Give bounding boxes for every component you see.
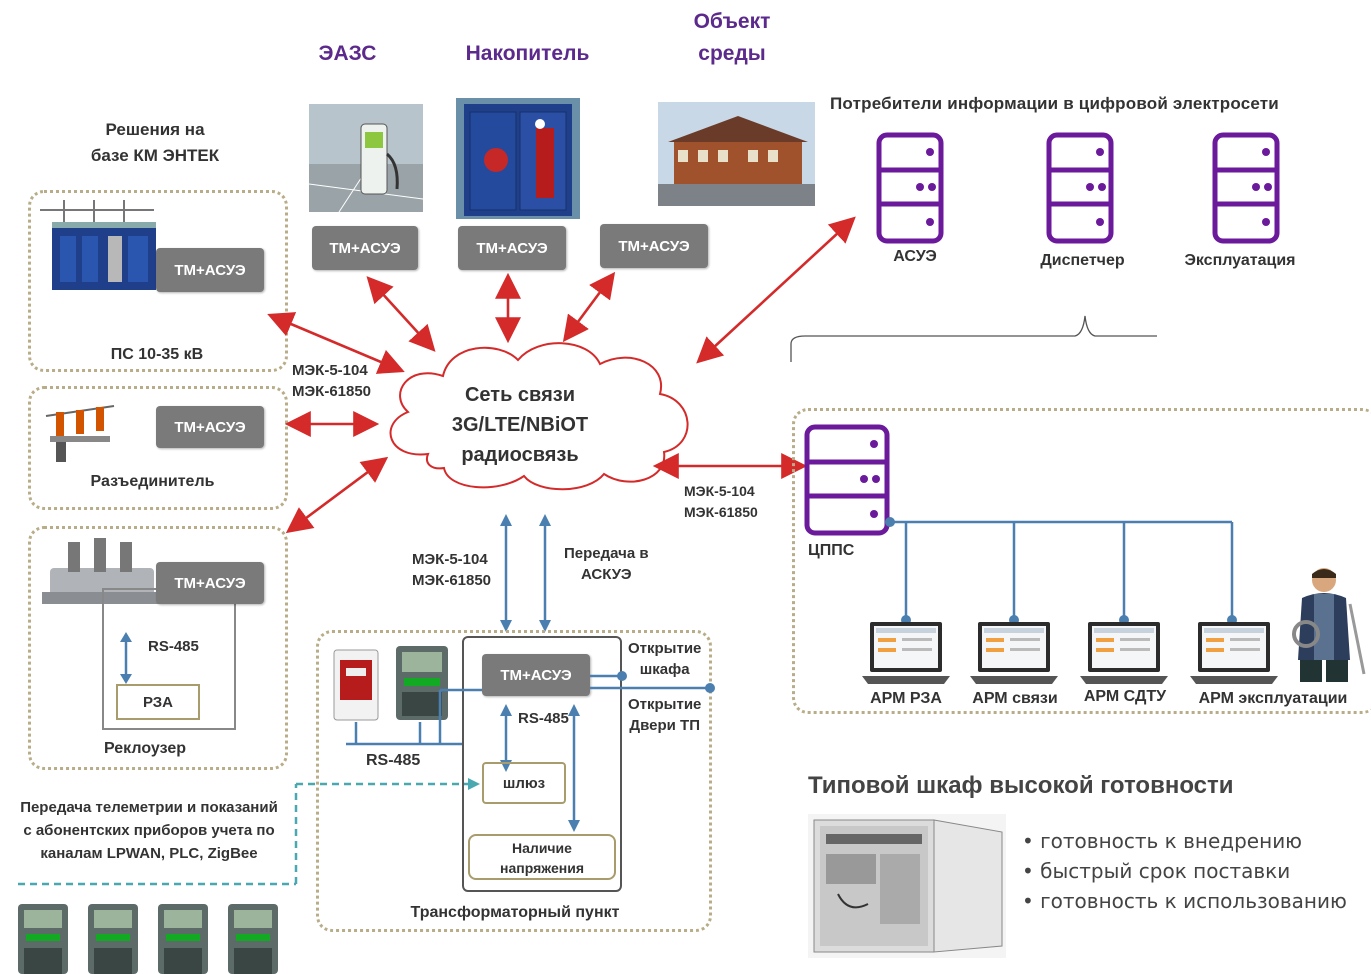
cloud-line2: 3G/LTE/NBiOT — [451, 414, 589, 436]
tm-box-recloser: ТМ+АСУЭ — [156, 562, 264, 604]
laptop-icon — [970, 622, 1058, 684]
protocol-askue-2: АСКУЭ — [580, 566, 632, 583]
rs485-label-meters: RS-485 — [366, 752, 421, 769]
telemetry-line2: с абонентских приборов учета по — [23, 822, 275, 839]
voltage-1: Наличие — [512, 840, 572, 856]
cabinet-title: Типовой шкаф высокой готовности — [808, 772, 1234, 799]
recloser-label: Реклоузер — [104, 740, 186, 757]
meter-photo-1 — [332, 648, 380, 722]
tp-inner-box — [462, 636, 622, 892]
tm-box-object: ТМ+АСУЭ — [600, 224, 708, 268]
cpps-box — [792, 408, 1371, 714]
title-object: Объект среды — [672, 6, 792, 70]
server-icon — [1046, 132, 1114, 244]
tm-box-eazs: ТМ+АСУЭ — [312, 226, 418, 270]
solutions-title: Решения на базе КМ ЭНТЕК — [70, 117, 240, 169]
solutions-title-line2: базе КМ ЭНТЕК — [90, 146, 220, 165]
worker-figure — [1292, 568, 1366, 682]
consumer-label: Диспетчер — [1040, 252, 1125, 269]
cabinet-bullet: готовность к внедрению — [1022, 826, 1347, 856]
cabinet-bullet: готовность к использованию — [1022, 886, 1347, 916]
rza-box: РЗА — [116, 684, 200, 720]
title-storage: Накопитель — [465, 42, 590, 65]
open-door-1: Открытие — [628, 696, 702, 713]
eazs-photo — [309, 104, 423, 212]
cloud-text: Сеть связи 3G/LTE/NBiOT радиосвязь — [420, 380, 620, 470]
consumers-title: Потребители информации в цифровой электр… — [830, 94, 1279, 113]
ps-box — [28, 190, 288, 372]
open-cabinet-2: шкафа — [639, 661, 690, 678]
rs485-label-recloser: RS-485 — [148, 638, 199, 655]
title-object-line2: среды — [698, 42, 766, 65]
tp-title: Трансформаторный пункт — [410, 904, 620, 921]
consumer-label: АСУЭ — [893, 248, 937, 265]
open-door-2: Двери ТП — [629, 717, 700, 734]
protocol-left-1: МЭК-5-104 — [292, 362, 368, 379]
tm-box-tp: ТМ+АСУЭ — [482, 654, 590, 696]
ps-label: ПС 10-35 кВ — [110, 346, 204, 363]
ps-photo — [34, 196, 162, 296]
cabinet-bullet: быстрый срок поставки — [1022, 856, 1347, 886]
laptop-icon — [862, 622, 950, 684]
consumer-label: Эксплуатация — [1184, 252, 1296, 269]
protocol-bottom-1: МЭК-5-104 — [412, 551, 488, 568]
meter-icon — [228, 904, 278, 974]
open-door-label: Открытие Двери ТП — [628, 694, 701, 736]
telemetry-line3: каналам LPWAN, PLC, ZigBee — [40, 845, 258, 862]
server-icon — [804, 424, 890, 536]
protocol-left-2: МЭК-61850 — [292, 383, 372, 400]
workstation-label: АРМ РЗА — [870, 690, 942, 707]
server-icon — [1212, 132, 1280, 244]
workstation-label: АРМ связи — [972, 690, 1058, 707]
protocol-bottom-2: МЭК-61850 — [412, 572, 492, 589]
tm-box-storage: ТМ+АСУЭ — [458, 226, 566, 270]
protocol-askue: Передача в АСКУЭ — [564, 543, 649, 585]
tm-box-disconnector: ТМ+АСУЭ — [156, 406, 264, 448]
meter-icon — [158, 904, 208, 974]
laptop-icon — [1190, 622, 1278, 684]
protocol-right: МЭК-5-104 МЭК-61850 — [684, 481, 758, 523]
voltage-2: напряжения — [500, 860, 584, 876]
title-object-line1: Объект — [693, 10, 771, 33]
cabinet-bullets: готовность к внедрению быстрый срок пост… — [1022, 826, 1347, 916]
open-cabinet-1: Открытие — [628, 640, 702, 657]
telemetry-line1: Передача телеметрии и показаний — [20, 799, 278, 816]
disconnector-photo — [42, 394, 118, 464]
tp-box — [316, 630, 712, 932]
recloser-box — [28, 526, 288, 770]
protocol-left: МЭК-5-104 МЭК-61850 — [292, 360, 371, 402]
cpps-label: ЦППС — [808, 542, 855, 559]
disconnector-box — [28, 386, 288, 510]
object-photo — [658, 102, 815, 206]
solutions-title-line1: Решения на — [105, 120, 205, 139]
rs485-arrow-recloser — [120, 632, 132, 684]
cloud-icon — [389, 342, 689, 491]
cabinet-photo — [808, 814, 1006, 958]
protocol-bottom: МЭК-5-104 МЭК-61850 — [412, 549, 491, 591]
server-icon — [876, 132, 944, 244]
cloud-line1: Сеть связи — [464, 384, 575, 406]
protocol-askue-1: Передача в — [564, 545, 649, 562]
meter-photo-2 — [394, 644, 450, 722]
title-eazs: ЭАЗС — [318, 42, 377, 65]
voltage-box: Наличие напряжения — [468, 834, 616, 880]
storage-photo — [456, 98, 580, 219]
rs485-label-tp: RS-485 — [518, 710, 569, 727]
laptop-icon — [1080, 622, 1168, 684]
gateway-box: шлюз — [482, 762, 566, 804]
workstation-label: АРМ СДТУ — [1083, 688, 1167, 705]
protocol-right-2: МЭК-61850 — [684, 504, 758, 520]
meter-icon — [18, 904, 68, 974]
meter-icon — [88, 904, 138, 974]
open-cabinet-label: Открытие шкафа — [628, 638, 701, 680]
cloud-line3: радиосвязь — [461, 444, 579, 466]
tm-box-ps: ТМ+АСУЭ — [156, 248, 264, 292]
disconnector-label: Разъединитель — [90, 473, 215, 490]
telemetry-text: Передача телеметрии и показаний с абонен… — [6, 796, 292, 865]
workstation-label: АРМ эксплуатации — [1198, 690, 1348, 707]
protocol-right-1: МЭК-5-104 — [684, 483, 755, 499]
